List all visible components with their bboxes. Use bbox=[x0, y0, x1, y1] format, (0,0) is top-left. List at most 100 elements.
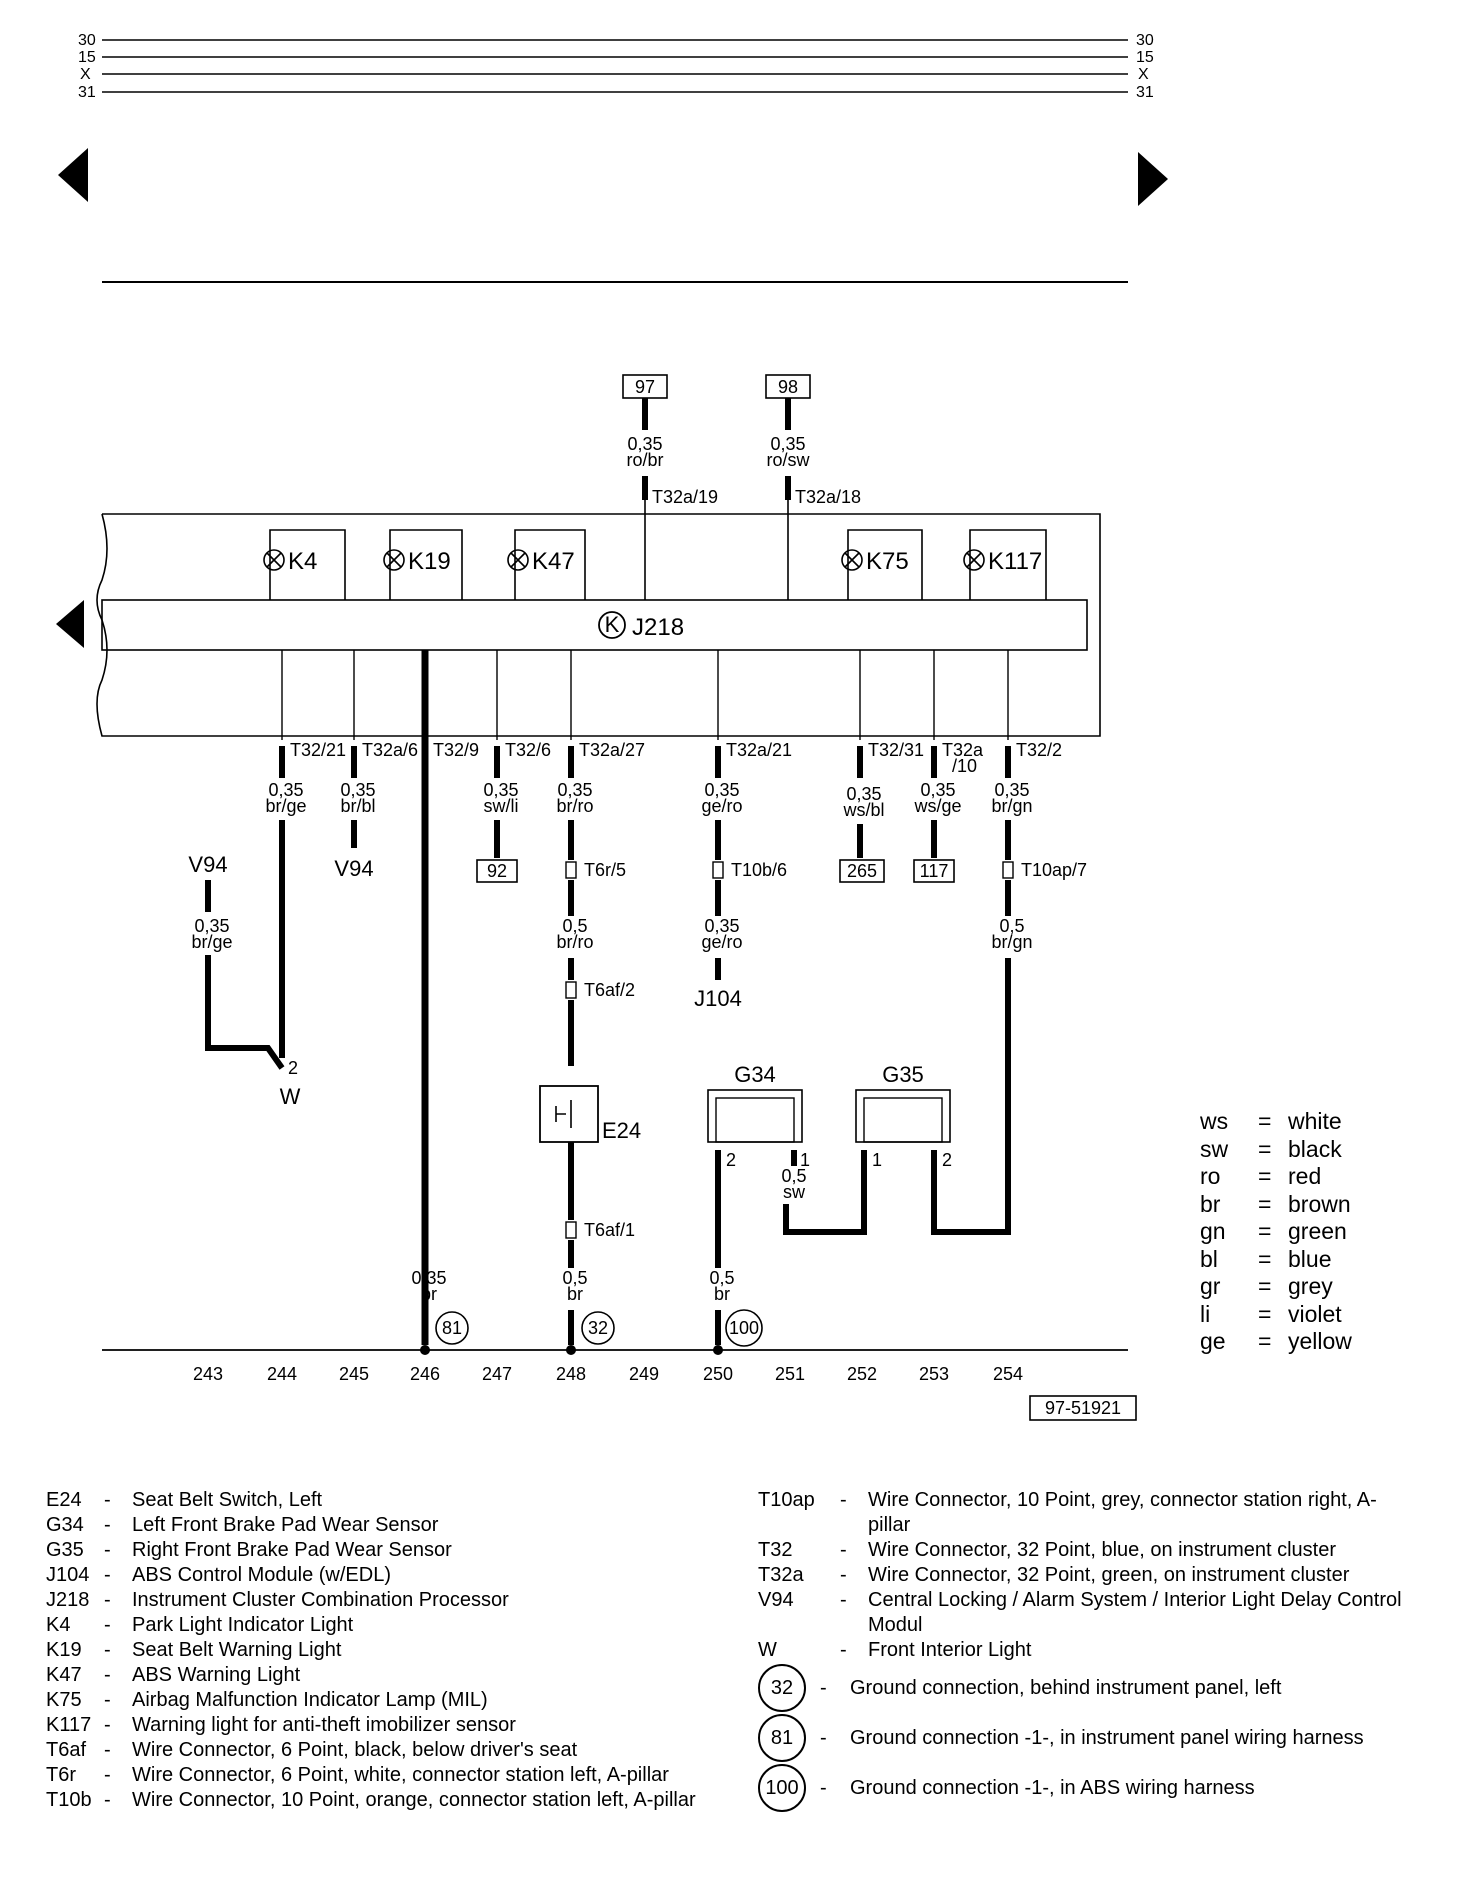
component-row: T6af-Wire Connector, 6 Point, black, bel… bbox=[46, 1739, 578, 1761]
wire-label-color: br/ge bbox=[265, 796, 306, 816]
pin-label: /10 bbox=[952, 756, 977, 776]
pin-label: T32/21 bbox=[290, 740, 346, 760]
ref-97-text: 97 bbox=[635, 377, 655, 397]
g34-pin1: 1 bbox=[800, 1150, 810, 1170]
connector-label: T6r/5 bbox=[584, 860, 626, 880]
wire-label-size: 0,5 bbox=[562, 916, 587, 936]
ground-100-symbol bbox=[725, 1309, 763, 1347]
bus-label-15: 15 bbox=[78, 49, 96, 66]
connector-label: T10ap/7 bbox=[1021, 860, 1087, 880]
lamp-icon bbox=[263, 549, 285, 571]
wire-label-size: 0,35 bbox=[268, 780, 303, 800]
lamp-icons bbox=[263, 549, 985, 571]
ground-legend-row: 81-Ground connection -1-, in instrument … bbox=[758, 1713, 1418, 1763]
track-number: 254 bbox=[993, 1364, 1023, 1384]
ref-98-text: 98 bbox=[778, 377, 798, 397]
ground-legend-row: 32-Ground connection, behind instrument … bbox=[758, 1663, 1418, 1713]
wiring-diagram: 30 15 X 31 30 15 X 31 97 98 0,35 ro/br 0… bbox=[56, 32, 1168, 1421]
track-number: 244 bbox=[267, 1364, 297, 1384]
wire-label-color: sw/li bbox=[484, 796, 519, 816]
previous-page-arrow-icon[interactable] bbox=[58, 148, 88, 202]
bus-label-30-right: 30 bbox=[1136, 32, 1154, 49]
wire-label-size: 0,35 bbox=[627, 434, 662, 454]
ref-265-text: 265 bbox=[847, 861, 877, 881]
wire-label-color: ge/ro bbox=[701, 796, 742, 816]
drawing-number-box bbox=[1029, 1395, 1137, 1421]
g35-pin1: 1 bbox=[872, 1150, 882, 1170]
track-number: 243 bbox=[193, 1364, 223, 1384]
wire-label-color: br bbox=[714, 1284, 730, 1304]
component-row: K75-Airbag Malfunction Indicator Lamp (M… bbox=[46, 1689, 488, 1711]
component-row: K19-Seat Belt Warning Light bbox=[46, 1639, 342, 1661]
ref-box-92 bbox=[476, 859, 518, 883]
bus-label-x-right: X bbox=[1138, 66, 1149, 83]
wire-label-size: 0,35 bbox=[483, 780, 518, 800]
lamp-icon bbox=[841, 549, 863, 571]
component-row: W-Front Interior Light bbox=[758, 1639, 1032, 1661]
component-row: K117-Warning light for anti-theft imobil… bbox=[46, 1714, 516, 1736]
seat-belt-switch-e24 bbox=[539, 1085, 599, 1143]
color-code-row: gr=grey bbox=[1200, 1273, 1333, 1299]
lamp-k47: K47 bbox=[532, 548, 575, 575]
track-number: 247 bbox=[482, 1364, 512, 1384]
processor-symbol: K bbox=[605, 612, 620, 637]
component-legend-right: T10ap-Wire Connector, 10 Point, grey, co… bbox=[758, 1488, 1418, 1813]
connector-label: T6af/2 bbox=[584, 980, 635, 1000]
wire-label-size: 0,5 bbox=[562, 1268, 587, 1288]
ground-81-symbol bbox=[435, 1311, 469, 1345]
component-row: K4-Park Light Indicator Light bbox=[46, 1614, 354, 1636]
lamp-icon bbox=[963, 549, 985, 571]
ref-box-265 bbox=[839, 859, 885, 883]
g35-label: G35 bbox=[882, 1062, 924, 1087]
pin-label: T32a bbox=[942, 740, 984, 760]
bus-label-31: 31 bbox=[78, 84, 96, 101]
wire-stubs bbox=[279, 746, 1011, 778]
wire-label-size: 0,35 bbox=[846, 784, 881, 804]
ref-117-text: 117 bbox=[920, 861, 949, 881]
connector-icon bbox=[565, 981, 577, 999]
wire-label-color: br/ro bbox=[556, 932, 593, 952]
pin-label: T32a/27 bbox=[579, 740, 645, 760]
wire-label-color: br bbox=[567, 1284, 583, 1304]
pin-label: T32a/19 bbox=[652, 487, 718, 507]
bus-label-30: 30 bbox=[78, 32, 96, 49]
wire-label-color: br/ro bbox=[556, 796, 593, 816]
pin-label: T32/2 bbox=[1016, 740, 1062, 760]
color-code-row: gn=green bbox=[1200, 1218, 1347, 1244]
component-row: G34-Left Front Brake Pad Wear Sensor bbox=[46, 1514, 439, 1536]
track-number: 252 bbox=[847, 1364, 877, 1384]
component-row: T32-Wire Connector, 32 Point, blue, on i… bbox=[758, 1539, 1337, 1561]
track-number: 245 bbox=[339, 1364, 369, 1384]
e24-label: E24 bbox=[602, 1118, 641, 1143]
lamp-k4: K4 bbox=[288, 548, 317, 575]
wire-label-size: 0,5 bbox=[781, 1166, 806, 1186]
track-number: 248 bbox=[556, 1364, 586, 1384]
j218-bar bbox=[101, 599, 1088, 651]
ground-100-label: 100 bbox=[729, 1318, 759, 1338]
component-row: V94-Central Locking / Alarm System / Int… bbox=[758, 1589, 1402, 1636]
color-code-row: bl=blue bbox=[1200, 1245, 1332, 1272]
connector-icon bbox=[1002, 861, 1014, 879]
bus-label-15-right: 15 bbox=[1136, 49, 1154, 66]
g35-pin2: 2 bbox=[942, 1150, 952, 1170]
j104-label: J104 bbox=[694, 986, 742, 1011]
lamp-icon bbox=[507, 549, 529, 571]
ground-symbol-icon: 100 bbox=[758, 1764, 806, 1812]
wire-label-color: ro/sw bbox=[766, 450, 810, 470]
lamp-k117: K117 bbox=[988, 548, 1042, 575]
ground-symbol-icon: 32 bbox=[758, 1664, 806, 1712]
component-row: K47-ABS Warning Light bbox=[46, 1664, 301, 1686]
g34-pin2: 2 bbox=[726, 1150, 736, 1170]
wire-label-size: 0,35 bbox=[557, 780, 592, 800]
pin-label: T32/9 bbox=[433, 740, 479, 760]
wire-label-size: 0,35 bbox=[704, 916, 739, 936]
color-code-row: br=brown bbox=[1200, 1190, 1351, 1217]
ground-legend-row: 100-Ground connection -1-, in ABS wiring… bbox=[758, 1763, 1418, 1813]
w-pin-label: 2 bbox=[288, 1058, 298, 1078]
next-page-arrow-icon[interactable] bbox=[1138, 152, 1168, 206]
drawing-number: 97-51921 bbox=[1045, 1398, 1121, 1418]
color-code-row: ro=red bbox=[1200, 1163, 1322, 1189]
j218-label: J218 bbox=[632, 614, 684, 641]
pin-label: T32a/21 bbox=[726, 740, 792, 760]
lamp-k75: K75 bbox=[866, 548, 909, 575]
